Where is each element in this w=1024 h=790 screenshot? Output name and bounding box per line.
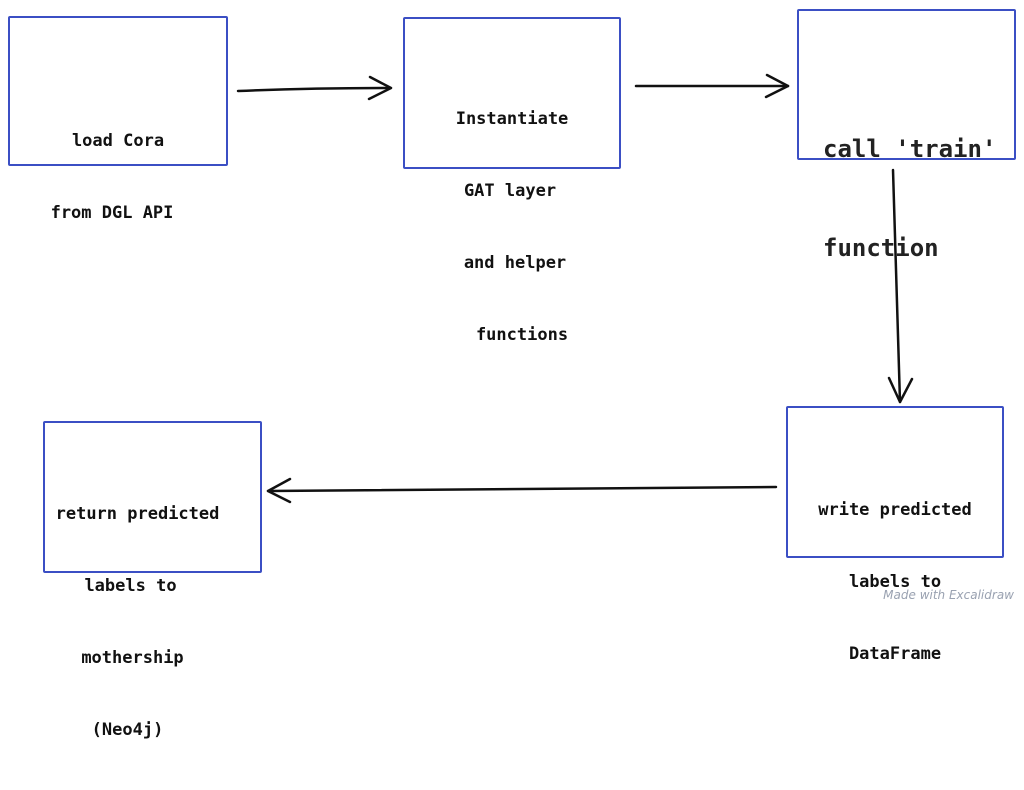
node-label-line: function	[823, 234, 939, 262]
node-label-line: DataFrame	[848, 644, 942, 664]
node-label-line: call 'train'	[823, 135, 997, 163]
node-label-line: Instantiate	[455, 109, 569, 129]
edge-n3-n4	[887, 168, 914, 404]
node-label-line: GAT layer	[463, 181, 557, 201]
edges-layer	[236, 73, 914, 504]
node-label-line: labels to	[848, 572, 942, 592]
node-label-line: (Neo4j)	[91, 720, 164, 740]
watermark-text: Made with Excalidraw	[883, 588, 1014, 602]
node-label: write predicted labels to DataFrame	[788, 450, 1002, 714]
node-write-dataframe: write predicted labels to DataFrame	[786, 406, 1004, 664]
node-label: return predicted labels to mothership (N…	[45, 454, 260, 790]
node-label-line: mothership	[81, 648, 184, 668]
node-label-line: from DGL API	[50, 203, 174, 223]
node-label: load Cora from DGL API	[10, 81, 226, 273]
edge-n1-n2	[236, 75, 393, 101]
node-call-train: call 'train' function	[797, 9, 1016, 262]
node-label-line: load Cora	[71, 131, 165, 151]
node-label-line: labels to	[84, 576, 177, 596]
diagram-canvas: load Cora from DGL API Instantiate GAT l…	[8, 9, 1016, 740]
node-instantiate-gat: Instantiate GAT layer and helper functio…	[403, 17, 621, 345]
edge-n4-n5	[266, 477, 778, 504]
node-label: Instantiate GAT layer and helper functio…	[405, 59, 619, 395]
node-label-line: return predicted	[55, 504, 220, 524]
edge-n2-n3	[634, 73, 790, 99]
node-label-line: write predicted	[818, 500, 972, 520]
node-label-line: and helper	[463, 253, 567, 273]
node-label: call 'train' function	[799, 67, 1014, 331]
node-label-line: functions	[475, 325, 569, 345]
node-load-cora: load Cora from DGL API	[8, 16, 228, 223]
node-return-labels: return predicted labels to mothership (N…	[43, 421, 262, 740]
